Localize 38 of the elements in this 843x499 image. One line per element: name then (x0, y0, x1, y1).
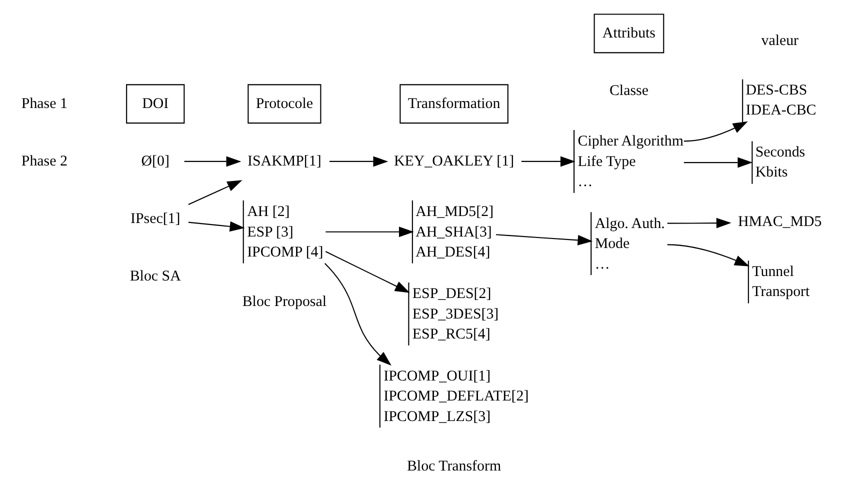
node-text: ESP_DES[2] ESP_3DES[3] ESP_RC5[4] (412, 286, 499, 342)
node-text: Tunnel Transport (752, 263, 810, 300)
label: Bloc SA (130, 268, 181, 284)
arrow (330, 156, 388, 166)
arrow (188, 180, 242, 205)
node-text: HMAC_MD5 (738, 214, 822, 230)
node-text: DES-CBS IDEA-CBC (746, 82, 816, 118)
label: Classe (609, 82, 648, 99)
arrow (684, 156, 753, 168)
node-text: AH_MD5[2] AH_SHA[3] AH_DES[4] (416, 204, 494, 260)
arrow (325, 250, 410, 292)
node-text: Seconds Kbits (755, 144, 806, 180)
node-text: IPsec[1] (130, 210, 180, 227)
arrow (324, 262, 392, 366)
arrow (188, 220, 245, 232)
arrow (667, 244, 750, 266)
label: Bloc Transform (406, 458, 502, 474)
arrow (684, 120, 748, 142)
label: Phase 2 (21, 152, 68, 169)
arrow (667, 217, 732, 228)
node-box: Transformation (400, 84, 508, 124)
node-box: Protocole (248, 84, 322, 124)
node-box: Attributs (594, 13, 664, 53)
node-text: Algo. Auth. Mode … (594, 215, 665, 272)
node-text: Ø[0] (141, 152, 170, 169)
label: valeur (761, 32, 799, 48)
label: Bloc Proposal (242, 294, 327, 310)
label: Phase 1 (21, 95, 68, 112)
node-text: Cipher Algorithm Life Type … (578, 133, 684, 190)
arrow (184, 156, 242, 166)
node-text: IPCOMP_OUI[1] IPCOMP_DEFLATE[2] IPCOMP_LZS[3] (384, 368, 529, 424)
arrow (521, 156, 576, 166)
node-text: KEY_OAKLEY [1] (394, 152, 514, 169)
arrow (496, 234, 593, 245)
node-text: AH [2] ESP [3] IPCOMP [4] (247, 204, 324, 260)
arrow (326, 226, 414, 237)
node-box: DOI (126, 84, 185, 124)
node-text: ISAKMP[1] (248, 152, 322, 169)
